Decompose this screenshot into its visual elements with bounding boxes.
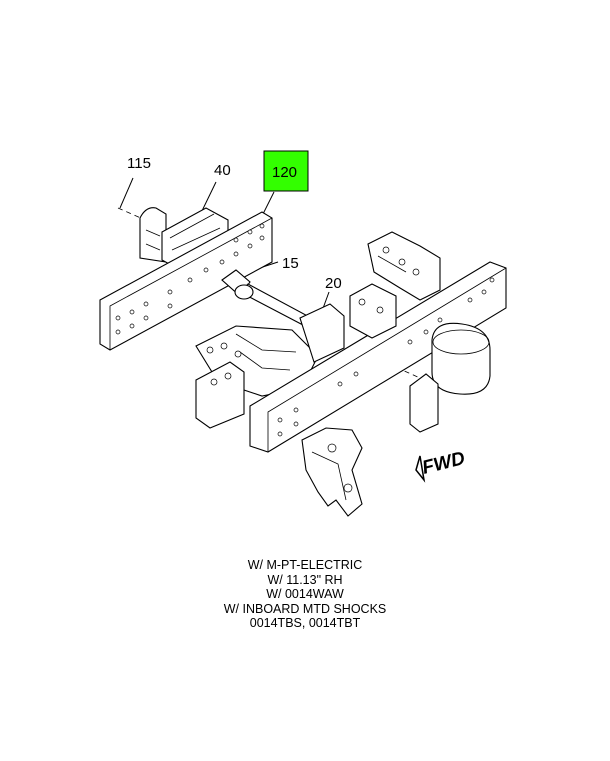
callout-115-leader — [119, 177, 134, 209]
axle-assembly-20 — [195, 303, 345, 429]
air-spring — [431, 322, 491, 395]
callout-40-label[interactable]: 40 — [214, 162, 231, 179]
callout-15-label[interactable]: 15 — [282, 255, 299, 272]
callout-120-highlight[interactable]: 120 — [263, 150, 309, 192]
note-line: 0014TBS, 0014TBT — [249, 616, 361, 630]
callout-20-label[interactable]: 20 — [325, 275, 342, 292]
note-line: W/ 0014WAW — [266, 587, 344, 601]
rail-holes — [115, 223, 265, 335]
applicability-notes: W/ M-PT-ELECTRIC W/ 11.13" RH W/ 0014WAW… — [0, 558, 610, 631]
right-frame-rail — [249, 261, 507, 453]
fwd-arrow-icon — [415, 455, 426, 483]
fwd-arrow: FWD — [415, 448, 467, 483]
note-line: W/ 11.13" RH — [267, 572, 343, 587]
frame-rail-120 — [99, 211, 273, 351]
shock-bracket — [349, 283, 397, 339]
callout-120-label[interactable]: 120 — [272, 164, 297, 181]
front-hanger — [301, 427, 363, 517]
callout-115-label[interactable]: 115 — [127, 155, 151, 172]
right-rail-holes — [277, 277, 495, 437]
fwd-label: FWD — [420, 448, 467, 479]
highlight-box — [263, 150, 309, 192]
bracket-115 — [139, 207, 167, 263]
upper-right-bracket — [367, 231, 441, 301]
lower-right-hanger — [409, 373, 439, 433]
note-line: W/ M-PT-ELECTRIC — [247, 558, 363, 572]
callout-120-leader — [261, 191, 275, 217]
note-line: W/ INBOARD MTD SHOCKS — [223, 601, 387, 616]
